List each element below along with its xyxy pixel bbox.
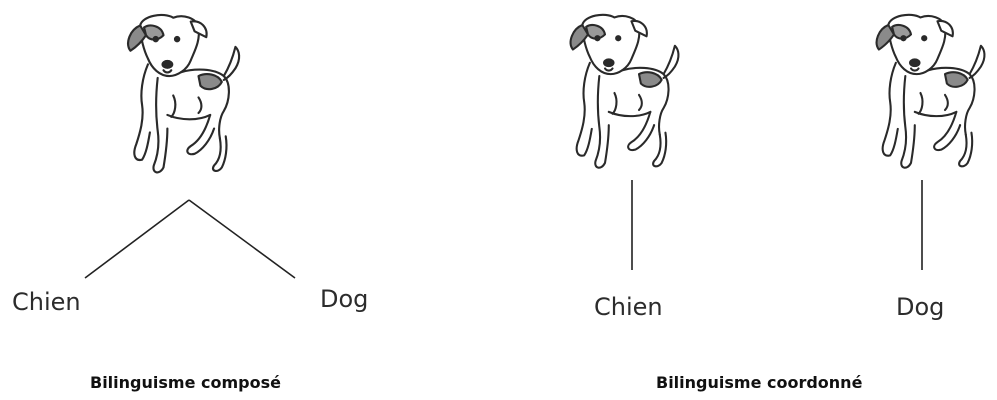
coordinate-word-dog: Dog <box>896 293 945 321</box>
compound-line-left <box>84 199 190 279</box>
compound-caption: Bilinguisme composé <box>90 373 281 392</box>
compound-word-dog: Dog <box>320 285 369 313</box>
coordinate-caption: Bilinguisme coordonné <box>656 373 863 392</box>
dog-icon-compound <box>106 8 256 183</box>
coordinate-word-chien: Chien <box>594 293 663 321</box>
compound-word-chien: Chien <box>12 288 81 316</box>
compound-line-right <box>188 199 296 279</box>
dog-icon-coordinate-en <box>858 8 997 178</box>
dog-icon-coordinate-fr <box>552 8 692 178</box>
